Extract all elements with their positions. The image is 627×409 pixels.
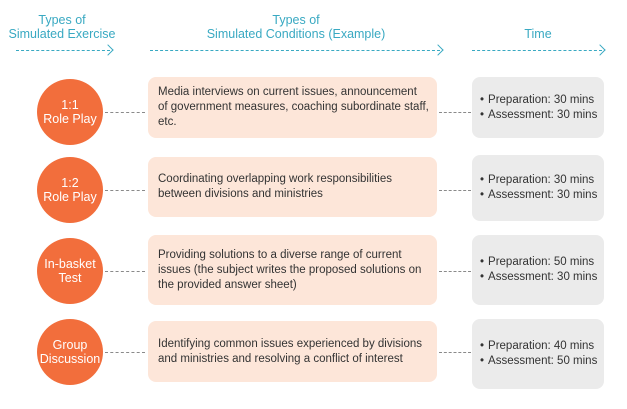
connector-dash — [105, 112, 145, 113]
exercise-row-4: Group Discussion Identifying common issu… — [0, 312, 627, 396]
connector-dash — [105, 271, 145, 272]
time-box: Preparation: 30 mins Assessment: 30 mins — [472, 77, 604, 138]
arrow-conditions-column — [150, 50, 440, 51]
exercise-circle: 1:1 Role Play — [37, 79, 103, 145]
condition-text: Providing solutions to a diverse range o… — [158, 248, 422, 291]
condition-box: Media interviews on current issues, anno… — [148, 77, 437, 138]
preparation-time: Preparation: 40 mins — [480, 339, 604, 354]
connector-dash — [105, 190, 145, 191]
condition-box: Coordinating overlapping work responsibi… — [148, 157, 437, 217]
exercise-row-2: 1:2 Role Play Coordinating overlapping w… — [0, 148, 627, 232]
condition-text: Media interviews on current issues, anno… — [158, 86, 429, 128]
header-exercise-types: Types of Simulated Exercise — [8, 13, 116, 41]
connector-dash — [439, 190, 471, 191]
preparation-time: Preparation: 50 mins — [480, 255, 604, 270]
time-box: Preparation: 50 mins Assessment: 30 mins — [472, 235, 604, 305]
preparation-time: Preparation: 30 mins — [480, 93, 604, 108]
assessment-time: Assessment: 30 mins — [480, 108, 604, 123]
header-time: Time — [524, 27, 552, 41]
condition-text: Identifying common issues experienced by… — [158, 337, 422, 365]
preparation-time: Preparation: 30 mins — [480, 173, 604, 188]
header-condition-types: Types of Simulated Conditions (Example) — [206, 13, 386, 41]
condition-box: Providing solutions to a diverse range o… — [148, 235, 437, 305]
assessment-time: Assessment: 30 mins — [480, 270, 604, 285]
exercise-circle: In-basket Test — [37, 238, 103, 304]
exercise-row-1: 1:1 Role Play Media interviews on curren… — [0, 70, 627, 154]
connector-dash — [439, 352, 471, 353]
arrow-exercise-column — [16, 50, 110, 51]
condition-text: Coordinating overlapping work responsibi… — [158, 173, 392, 200]
exercise-row-3: In-basket Test Providing solutions to a … — [0, 228, 627, 312]
connector-dash — [439, 112, 471, 113]
arrow-time-column — [472, 50, 602, 51]
connector-dash — [105, 352, 145, 353]
assessment-time: Assessment: 50 mins — [480, 354, 604, 369]
time-box: Preparation: 30 mins Assessment: 30 mins — [472, 155, 604, 221]
exercise-circle: 1:2 Role Play — [37, 157, 103, 223]
assessment-time: Assessment: 30 mins — [480, 188, 604, 203]
exercise-circle: Group Discussion — [37, 319, 103, 385]
condition-box: Identifying common issues experienced by… — [148, 321, 437, 382]
time-box: Preparation: 40 mins Assessment: 50 mins — [472, 319, 604, 389]
connector-dash — [439, 271, 471, 272]
